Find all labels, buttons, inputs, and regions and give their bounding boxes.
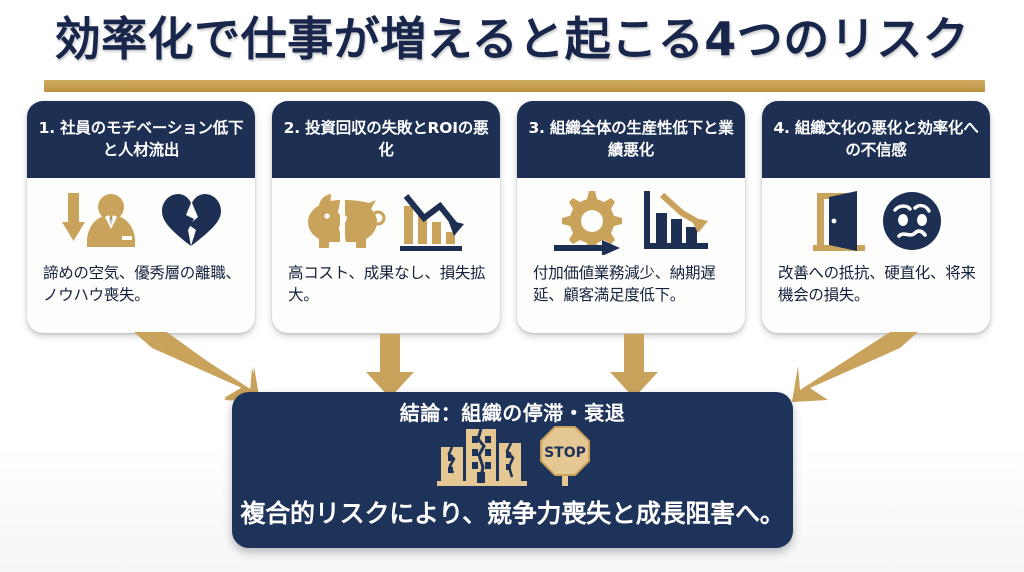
cracked-piggy-bank-icon (304, 190, 386, 256)
risk-card-2-header: 2. 投資回収の失敗とROIの悪化 (272, 101, 500, 178)
risk-card-2-icons (286, 184, 486, 262)
risk-card-4-header: 4. 組織文化の悪化と効率化への不信感 (762, 101, 990, 178)
risk-card-1-icons (41, 184, 241, 262)
arrow-card1-to-conclusion (132, 330, 262, 408)
risk-card-3-header: 3. 組織全体の生産性低下と業績悪化 (517, 101, 745, 178)
title-block: 効率化で仕事が増えると起こる4つのリスク (0, 12, 1024, 92)
arrow-card2-to-conclusion (364, 334, 416, 404)
risk-cards-row: 1. 社員のモチベーション低下と人材流出 (27, 101, 998, 333)
risk-card-3-text: 付加価値業務減少、納期遅延、顧客満足度低下。 (533, 264, 716, 304)
risk-card-2-text: 高コスト、成果なし、損失拡大。 (288, 264, 486, 304)
risk-card-3[interactable]: 3. 組織全体の生産性低下と業績悪化 (517, 101, 745, 333)
title-underline-bar (44, 80, 985, 92)
conclusion-text: 複合的リスクにより、競争力喪失と成長阻害へ。 (240, 499, 785, 528)
risk-card-3-body: 付加価値業務減少、納期遅延、顧客満足度低下。 (517, 178, 745, 333)
conclusion-icons: STOP (435, 425, 591, 491)
stop-sign-label: STOP (544, 445, 586, 461)
arrow-card4-to-conclusion (790, 332, 920, 408)
conclusion-box[interactable]: 結論：組織の停滞・衰退 (232, 392, 793, 548)
declining-bar-chart-icon (398, 190, 468, 256)
risk-card-1-header: 1. 社員のモチベーション低下と人材流出 (27, 101, 255, 178)
risk-card-4-icons (776, 184, 976, 262)
risk-card-2[interactable]: 2. 投資回収の失敗とROIの悪化 (272, 101, 500, 333)
gear-arrow-icon (550, 187, 628, 259)
arrow-card3-to-conclusion (608, 334, 660, 404)
broken-heart-icon (160, 192, 222, 254)
risk-card-1-body: 諦めの空気、優秀層の離職、ノウハウ喪失。 (27, 178, 255, 333)
worried-face-icon (881, 190, 943, 256)
conclusion-title: 結論：組織の停滞・衰退 (399, 401, 626, 425)
open-door-icon (809, 189, 869, 257)
down-arrow-person-icon (60, 189, 148, 257)
risk-card-4[interactable]: 4. 組織文化の悪化と効率化への不信感 (762, 101, 990, 333)
risk-card-4-text: 改善への抵抗、硬直化、将来機会の損失。 (778, 264, 976, 304)
risk-card-4-body: 改善への抵抗、硬直化、将来機会の損失。 (762, 178, 990, 333)
risk-card-3-icons (531, 184, 731, 262)
risk-card-2-body: 高コスト、成果なし、損失拡大。 (272, 178, 500, 333)
cracked-buildings-icon (435, 425, 531, 491)
page-title: 効率化で仕事が増えると起こる4つのリスク (54, 12, 970, 66)
declining-bar-chart-gold-arrow-icon (640, 187, 712, 259)
risk-card-1[interactable]: 1. 社員のモチベーション低下と人材流出 (27, 101, 255, 333)
risk-card-1-text: 諦めの空気、優秀層の離職、ノウハウ喪失。 (43, 264, 241, 304)
stop-sign-icon: STOP (539, 425, 591, 491)
